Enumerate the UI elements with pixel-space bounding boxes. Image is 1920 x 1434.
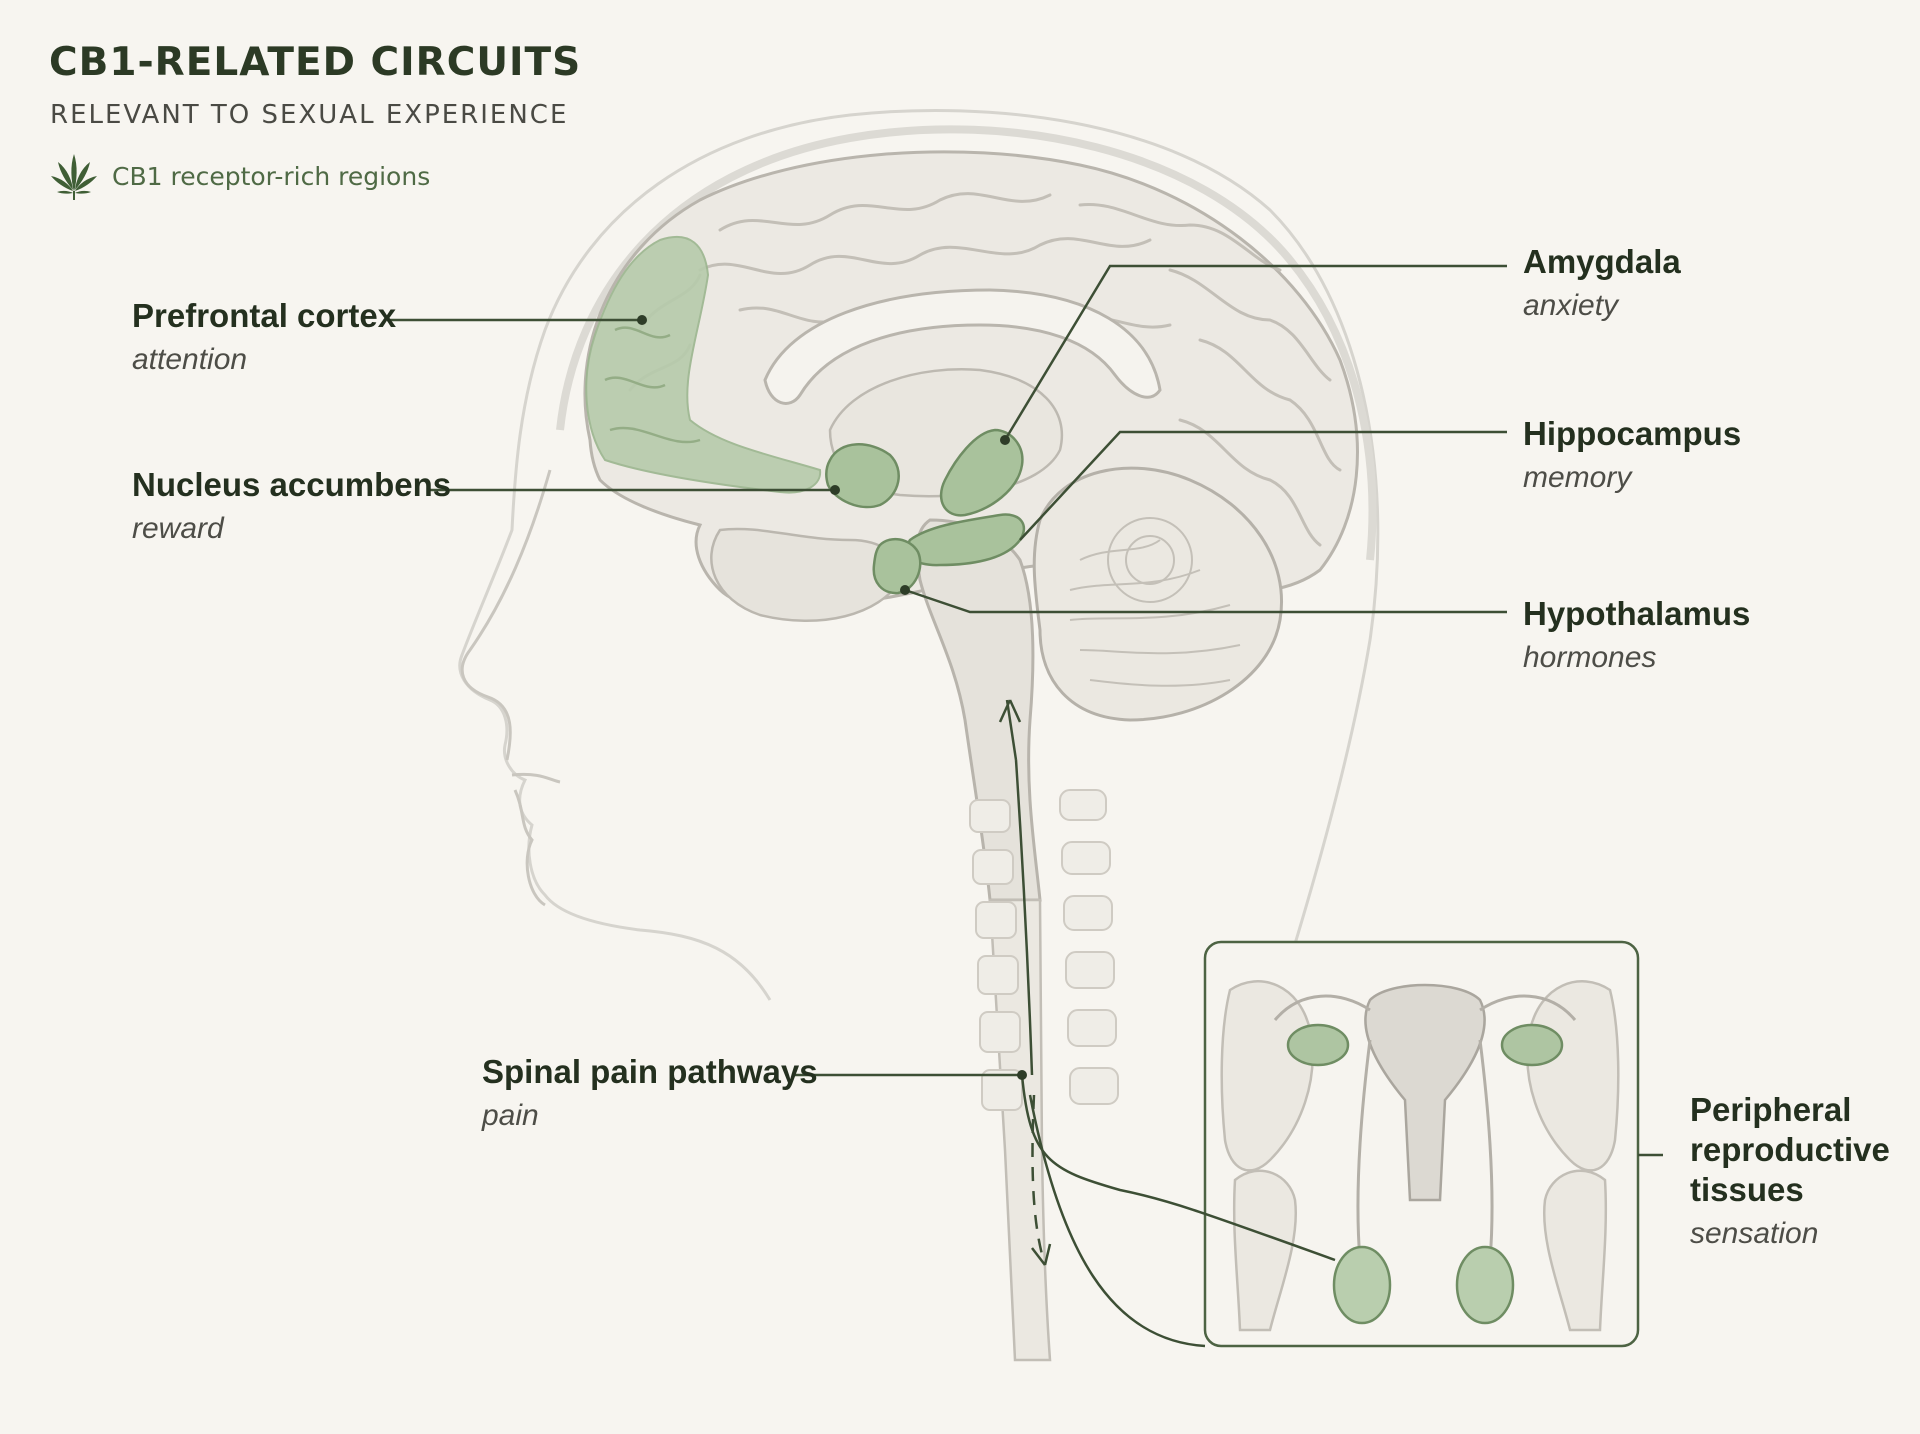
nucleus-accumbens-region [825,443,900,509]
region-name: Peripheral reproductive tissues [1690,1091,1890,1208]
right-ovary [1500,1023,1564,1067]
label-hippocampus: Hippocampus memory [1523,414,1741,498]
right-testis [1455,1245,1515,1325]
face-profile [460,469,561,907]
region-function: anxiety [1523,289,1619,322]
fallopian-tubes [1273,994,1577,1261]
diagram-title: CB1-RELATED CIRCUITS [49,40,582,85]
spinal-arrows [998,699,1052,1266]
region-name: Nucleus accumbens [132,466,452,503]
label-peripheral-reproductive-tissues: Peripheral reproductive tissues sensatio… [1690,1090,1890,1254]
region-function: memory [1523,461,1632,494]
cerebellum [1032,466,1283,722]
left-testis [1332,1245,1392,1325]
region-function: sensation [1690,1217,1819,1250]
region-name: Hippocampus [1523,415,1742,452]
region-name: Amygdala [1523,243,1681,280]
brain-gyri [628,192,1342,547]
region-function: reward [132,512,224,545]
label-prefrontal-cortex: Prefrontal cortex attention [132,296,396,380]
head-outline [458,108,1380,1041]
legend: CB1 receptor-rich regions [48,152,430,200]
region-function: attention [132,343,248,376]
inset-connector [1028,1094,1206,1348]
hypothalamus-region [872,537,922,595]
region-name: Hypothalamus [1523,595,1751,632]
prefrontal-gyri [604,326,701,444]
label-amygdala: Amygdala anxiety [1523,242,1681,326]
temporal-lobe [710,527,902,622]
region-name: Prefrontal cortex [132,297,397,334]
leader-dots [637,315,1027,1080]
amygdala-region [939,428,1024,517]
leader-lines [387,264,1663,1348]
corpus-callosum [763,288,1162,405]
arbor-vitae [1069,517,1241,687]
region-function: hormones [1523,641,1657,674]
uterus [1364,983,1486,1202]
amygdala-leader [1003,264,1507,441]
left-ovary [1286,1023,1350,1067]
label-spinal-pain-pathways: Spinal pain pathways pain [482,1052,818,1136]
region-function: pain [482,1099,539,1132]
label-hypothalamus: Hypothalamus hormones [1523,594,1750,678]
cannabis-leaf-icon [51,154,97,200]
legend-label: CB1 receptor-rich regions [112,161,431,191]
hippocampus-leader [1019,430,1507,541]
region-name: Spinal pain pathways [482,1053,818,1090]
vertebrae [969,789,1119,1111]
label-nucleus-accumbens: Nucleus accumbens reward [132,465,451,549]
hypothalamus-leader [904,588,1507,614]
diagram-subtitle: RELEVANT TO SEXUAL EXPERIENCE [50,100,569,130]
pathway-to-reproductive [1020,1074,1336,1262]
